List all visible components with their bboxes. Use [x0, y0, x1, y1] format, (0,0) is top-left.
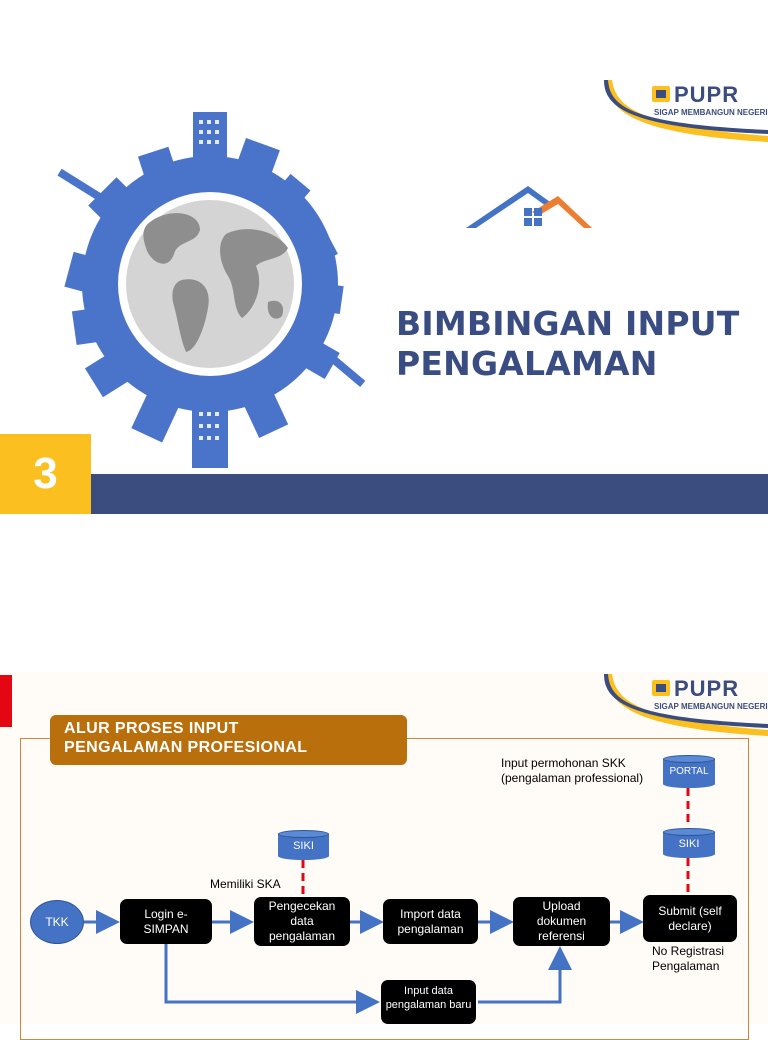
label-skk-line-2: (pengalaman professional) — [501, 771, 644, 785]
slide-title: BIMBINGAN INPUT PENGALAMAN — [396, 302, 739, 386]
step-input-new: Input data pengalaman baru — [381, 980, 476, 1024]
pupr-logo: PUPR SIGAP MEMBANGUN NEGERI — [600, 78, 768, 150]
database-label: SIKI — [678, 838, 700, 850]
title-slide: PUPR SIGAP MEMBANGUN NEGERI — [0, 0, 768, 514]
database-label: SIKI — [293, 840, 314, 852]
step-login: Login e-SIMPAN — [120, 899, 212, 944]
label-skk-line-1: Input permohonan SKK — [501, 756, 626, 770]
database-portal: PORTAL — [663, 755, 715, 788]
start-node-tkk: TKK — [30, 900, 84, 944]
logo-tagline: SIGAP MEMBANGUN NEGERI — [654, 108, 768, 117]
section-number-badge: 3 — [0, 434, 91, 514]
database-siki-left: SIKI — [278, 830, 329, 860]
database-label: PORTAL — [669, 766, 709, 777]
slide-title-line-1: BIMBINGAN INPUT — [396, 304, 740, 343]
step-import: Import data pengalaman — [383, 899, 478, 944]
step-check-data: Pengecekan data pengalaman — [254, 897, 350, 946]
label-skk-request: Input permohonan SKK (pengalaman profess… — [501, 756, 643, 786]
label-registration: No Registrasi Pengalaman — [652, 944, 724, 974]
label-reg-line-2: Pengalaman — [652, 959, 720, 973]
logo-swoosh-icon — [604, 80, 768, 142]
banner-line-2: PENGALAMAN PROFESIONAL — [64, 739, 308, 756]
logo-wordmark: PUPR — [674, 82, 740, 107]
label-has-ska: Memiliki SKA — [210, 877, 281, 891]
slide-title-line-2: PENGALAMAN — [396, 344, 658, 383]
logo-wordmark: PUPR — [674, 676, 740, 701]
step-upload: Upload dokumen referensi — [513, 897, 610, 946]
flow-title-banner: ALUR PROSES INPUT PENGALAMAN PROFESIONAL — [50, 715, 407, 765]
logo-swoosh-icon — [604, 674, 768, 736]
red-accent-mark — [0, 675, 12, 727]
database-siki-right: SIKI — [663, 828, 715, 858]
label-reg-line-1: No Registrasi — [652, 944, 725, 958]
banner-line-1: ALUR PROSES INPUT — [64, 720, 239, 737]
globe-city-illustration — [57, 112, 366, 468]
logo-tagline: SIGAP MEMBANGUN NEGERI — [654, 702, 768, 711]
step-submit: Submit (self declare) — [643, 895, 737, 942]
navy-band — [91, 474, 768, 514]
pupr-logo-2: PUPR SIGAP MEMBANGUN NEGERI — [600, 672, 768, 744]
house-roof-icon — [466, 186, 592, 228]
